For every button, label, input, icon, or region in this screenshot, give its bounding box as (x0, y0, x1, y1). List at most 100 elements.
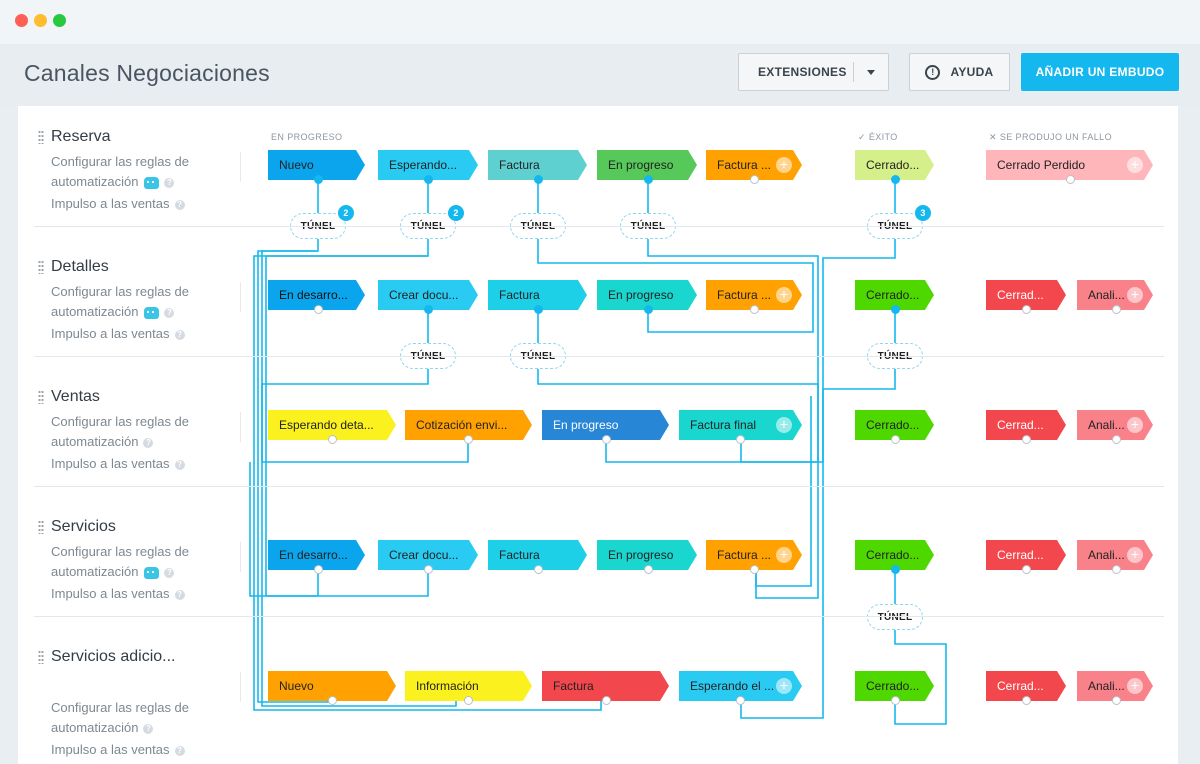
sales-boost-link[interactable]: Impulso a las ventas? (51, 740, 185, 760)
maximize-window-icon[interactable] (53, 14, 66, 27)
stage-label: Factura (499, 158, 540, 172)
plus-icon[interactable]: + (1127, 547, 1143, 563)
connector-knob[interactable] (328, 696, 337, 705)
link-text: automatización (51, 434, 138, 449)
help-button[interactable]: ! AYUDA (909, 53, 1010, 91)
add-funnel-button[interactable]: AÑADIR UN EMBUDO (1021, 53, 1179, 91)
connector-knob[interactable] (464, 696, 473, 705)
plus-icon[interactable]: + (776, 547, 792, 563)
plus-icon[interactable]: + (1127, 157, 1143, 173)
connector-knob[interactable] (891, 696, 900, 705)
question-icon[interactable]: ? (175, 330, 185, 340)
connector-knob[interactable] (1022, 305, 1031, 314)
question-icon[interactable]: ? (164, 178, 174, 188)
automation-rules-link[interactable]: Configurar las reglas de (51, 152, 189, 172)
connector-knob[interactable] (644, 565, 653, 574)
question-icon[interactable]: ? (164, 308, 174, 318)
stage-label: Anali... (1088, 548, 1125, 562)
connector-knob[interactable] (314, 175, 323, 184)
sales-boost-link[interactable]: Impulso a las ventas? (51, 324, 185, 344)
connector-knob[interactable] (891, 305, 900, 314)
connector-knob[interactable] (534, 175, 543, 184)
drag-handle-icon[interactable] (38, 390, 44, 404)
extensions-button[interactable]: EXTENSIONES (738, 53, 889, 91)
automation-rules-link[interactable]: Configurar las reglas de (51, 542, 189, 562)
stage-label: Cerrado... (866, 158, 919, 172)
stage-label: Crear docu... (389, 548, 458, 562)
link-text: automatización (51, 304, 138, 319)
sales-boost-link[interactable]: Impulso a las ventas? (51, 454, 185, 474)
automation-rules-link[interactable]: Configurar las reglas de (51, 412, 189, 432)
question-icon[interactable]: ? (175, 590, 185, 600)
automation-rules-link[interactable]: Configurar las reglas de (51, 282, 189, 302)
question-icon[interactable]: ? (175, 460, 185, 470)
connector-knob[interactable] (644, 175, 653, 184)
drag-handle-icon[interactable] (38, 260, 44, 274)
tunnel-badge[interactable]: TÚNEL (867, 604, 923, 630)
question-icon[interactable]: ? (175, 746, 185, 756)
drag-handle-icon[interactable] (38, 130, 44, 144)
connector-knob[interactable] (1066, 175, 1075, 184)
question-icon[interactable]: ? (175, 200, 185, 210)
stage-label: En progreso (608, 548, 673, 562)
connector-knob[interactable] (424, 175, 433, 184)
connector-knob[interactable] (736, 696, 745, 705)
automation-link[interactable]: automatización? (51, 432, 153, 452)
connector-knob[interactable] (602, 696, 611, 705)
row-separator (34, 356, 1164, 357)
sales-boost-link[interactable]: Impulso a las ventas? (51, 584, 185, 604)
automation-link[interactable]: automatización? (51, 718, 153, 738)
connector-knob[interactable] (1112, 305, 1121, 314)
connector-knob[interactable] (736, 435, 745, 444)
automation-link[interactable]: automatización? (51, 562, 174, 582)
plus-icon[interactable]: + (1127, 678, 1143, 694)
drag-handle-icon[interactable] (38, 520, 44, 534)
connector-knob[interactable] (464, 435, 473, 444)
connector-knob[interactable] (602, 435, 611, 444)
automation-link[interactable]: automatización? (51, 302, 174, 322)
question-icon[interactable]: ? (143, 724, 153, 734)
plus-icon[interactable]: + (776, 157, 792, 173)
connector-knob[interactable] (1022, 435, 1031, 444)
connector-knob[interactable] (314, 305, 323, 314)
stage-label: Cerrado... (866, 679, 919, 693)
plus-icon[interactable]: + (776, 287, 792, 303)
minimize-window-icon[interactable] (34, 14, 47, 27)
connector-knob[interactable] (1112, 565, 1121, 574)
connector-knob[interactable] (1022, 565, 1031, 574)
connector-knob[interactable] (750, 175, 759, 184)
plus-icon[interactable]: + (776, 417, 792, 433)
connector-knob[interactable] (891, 565, 900, 574)
connector-knob[interactable] (314, 565, 323, 574)
connector-knob[interactable] (1022, 696, 1031, 705)
question-icon[interactable]: ? (164, 568, 174, 578)
stage-label: Cerrad... (997, 288, 1044, 302)
connector-knob[interactable] (534, 565, 543, 574)
connector-knob[interactable] (424, 305, 433, 314)
plus-icon[interactable]: + (776, 678, 792, 694)
stage-label: En progreso (608, 158, 673, 172)
plus-icon[interactable]: + (1127, 287, 1143, 303)
connector-knob[interactable] (891, 175, 900, 184)
sales-boost-link[interactable]: Impulso a las ventas? (51, 194, 185, 214)
connector-knob[interactable] (750, 305, 759, 314)
close-window-icon[interactable] (15, 14, 28, 27)
connector-knob[interactable] (328, 435, 337, 444)
connector-knob[interactable] (891, 435, 900, 444)
chevron-down-icon[interactable] (867, 70, 875, 75)
tunnel-count: 2 (338, 205, 354, 221)
drag-handle-icon[interactable] (38, 650, 44, 664)
connector-knob[interactable] (534, 305, 543, 314)
divider (240, 282, 241, 312)
link-text: Impulso a las ventas (51, 196, 170, 211)
plus-icon[interactable]: + (1127, 417, 1143, 433)
automation-link[interactable]: automatización? (51, 172, 174, 192)
automation-rules-link[interactable]: Configurar las reglas de (51, 698, 189, 718)
connector-knob[interactable] (424, 565, 433, 574)
question-icon[interactable]: ? (143, 438, 153, 448)
connector-knob[interactable] (750, 565, 759, 574)
connector-knob[interactable] (1112, 696, 1121, 705)
connector-knob[interactable] (1112, 435, 1121, 444)
stage-label: Esperando... (389, 158, 457, 172)
connector-knob[interactable] (644, 305, 653, 314)
